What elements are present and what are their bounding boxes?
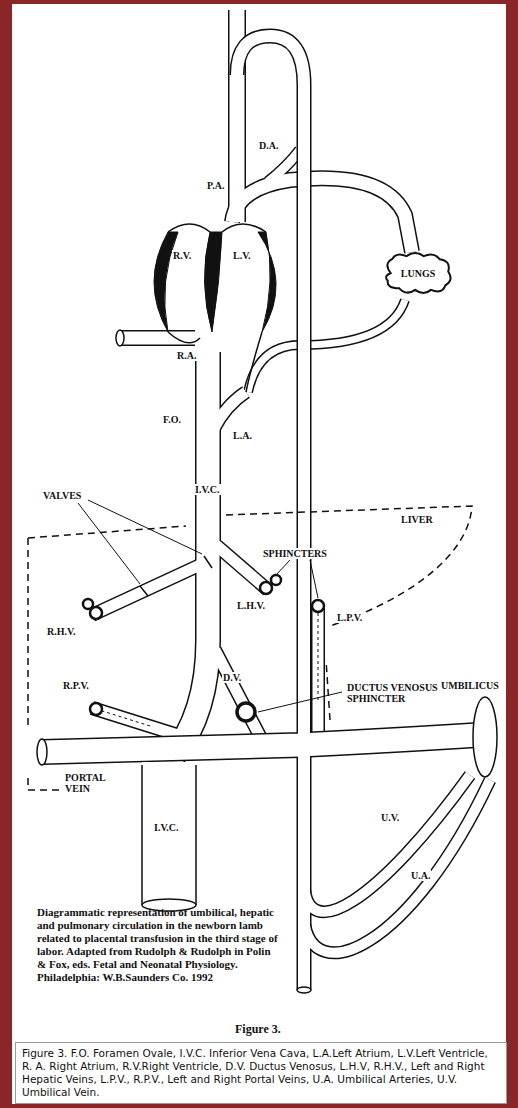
anatomy-label: L.A. xyxy=(232,430,253,441)
anatomy-label: U.A. xyxy=(410,870,431,881)
anatomy-label: P.A. xyxy=(206,180,225,191)
anatomy-label: I.V.C. xyxy=(153,822,180,833)
anatomy-label: L.H.V. xyxy=(236,600,266,611)
anatomy-label: R.H.V. xyxy=(46,626,76,637)
anatomy-label: I.V.C. xyxy=(194,484,221,495)
figure-number: Figure 3. xyxy=(234,1024,282,1035)
anatomy-label: F.O. xyxy=(162,414,182,425)
anatomy-label: R.V. xyxy=(172,250,192,261)
anatomy-label: LIVER xyxy=(400,514,434,525)
figure-note: Diagrammatic representation of umbilical… xyxy=(36,906,280,984)
anatomy-label: R.P.V. xyxy=(62,680,90,691)
anatomy-label: SPHINCTERS xyxy=(262,548,328,559)
anatomy-label: D.V. xyxy=(222,672,242,683)
anatomy-label: R.A. xyxy=(176,350,197,361)
anatomy-label: PORTAL VEIN xyxy=(64,772,114,794)
anatomy-label: L.P.V. xyxy=(336,612,363,623)
caption-box: Figure 3. F.O. Foramen Ovale, I.V.C. Inf… xyxy=(15,1042,507,1104)
anatomy-label: VALVES xyxy=(42,490,82,501)
anatomy-label: D.A. xyxy=(258,140,279,151)
anatomy-label: U.V. xyxy=(380,812,400,823)
caption-text: Figure 3. F.O. Foramen Ovale, I.V.C. Inf… xyxy=(22,1047,500,1099)
anatomy-label: UMBILICUS xyxy=(440,680,500,691)
lungs-cloud: LUNGS xyxy=(382,250,454,296)
node-label: LUNGS xyxy=(382,268,454,279)
anatomy-label: L.V. xyxy=(232,250,252,261)
